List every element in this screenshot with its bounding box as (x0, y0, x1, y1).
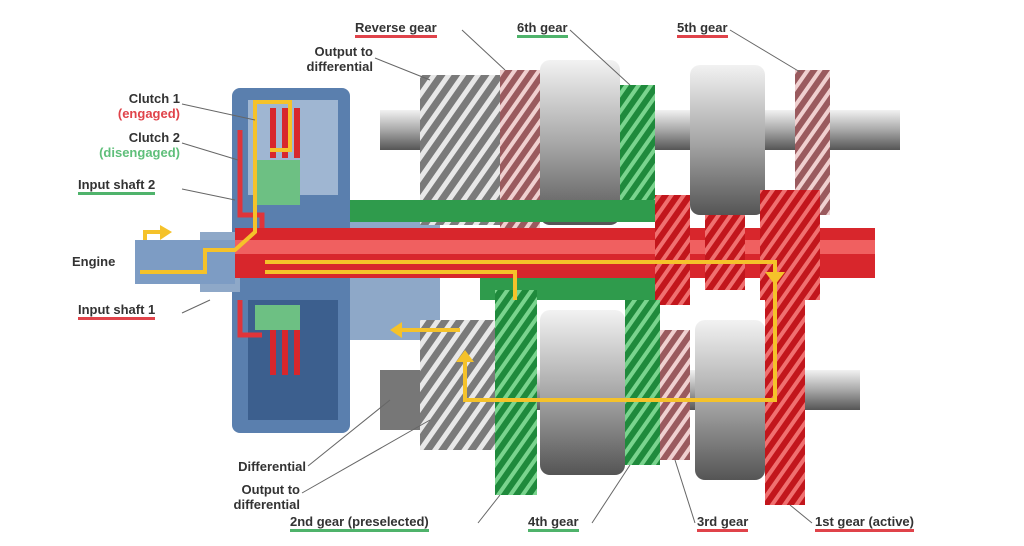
flow-arrowheads (160, 225, 785, 362)
leader-lines (181, 29, 813, 524)
label-4th-gear: 4th gear (528, 514, 579, 532)
label-output-top-line1: Output to (314, 44, 373, 59)
label-clutch-1-title: Clutch 1 (128, 91, 180, 106)
clutch-2 (255, 160, 300, 330)
label-input-shaft-2: Input shaft 2 (78, 177, 156, 195)
label-differential: Differential (238, 459, 306, 474)
label-3rd-gear: 3rd gear (697, 514, 749, 532)
label-output-bottom-line2: differential (233, 497, 300, 512)
input-shafts (135, 190, 875, 305)
label-output-bottom: Output to differential (234, 482, 300, 512)
power-flow-path (140, 100, 777, 402)
lower-output-shaft (380, 290, 860, 505)
label-input-shaft-1: Input shaft 1 (78, 302, 156, 320)
label-1st-gear: 1st gear (active) (815, 514, 914, 532)
label-engine: Engine (72, 254, 116, 269)
label-output-top: Output to differential (307, 44, 373, 74)
label-clutch-2-title: Clutch 2 (128, 130, 180, 145)
clutch-1 (270, 108, 300, 375)
label-6th-gear: 6th gear (517, 20, 568, 38)
label-2nd-gear: 2nd gear (preselected) (290, 514, 429, 532)
label-clutch-2-state: (disengaged) (99, 145, 180, 160)
label-5th-gear: 5th gear (677, 20, 728, 38)
label-clutch-1: Clutch 1 (engaged) (118, 91, 180, 121)
label-output-top-line2: differential (306, 59, 373, 74)
label-reverse-gear: Reverse gear (355, 20, 437, 38)
label-clutch-1-state: (engaged) (117, 106, 180, 121)
label-output-bottom-line1: Output to (241, 482, 300, 497)
clutch-red-outline (237, 130, 265, 338)
label-clutch-2: Clutch 2 (disengaged) (99, 130, 180, 160)
